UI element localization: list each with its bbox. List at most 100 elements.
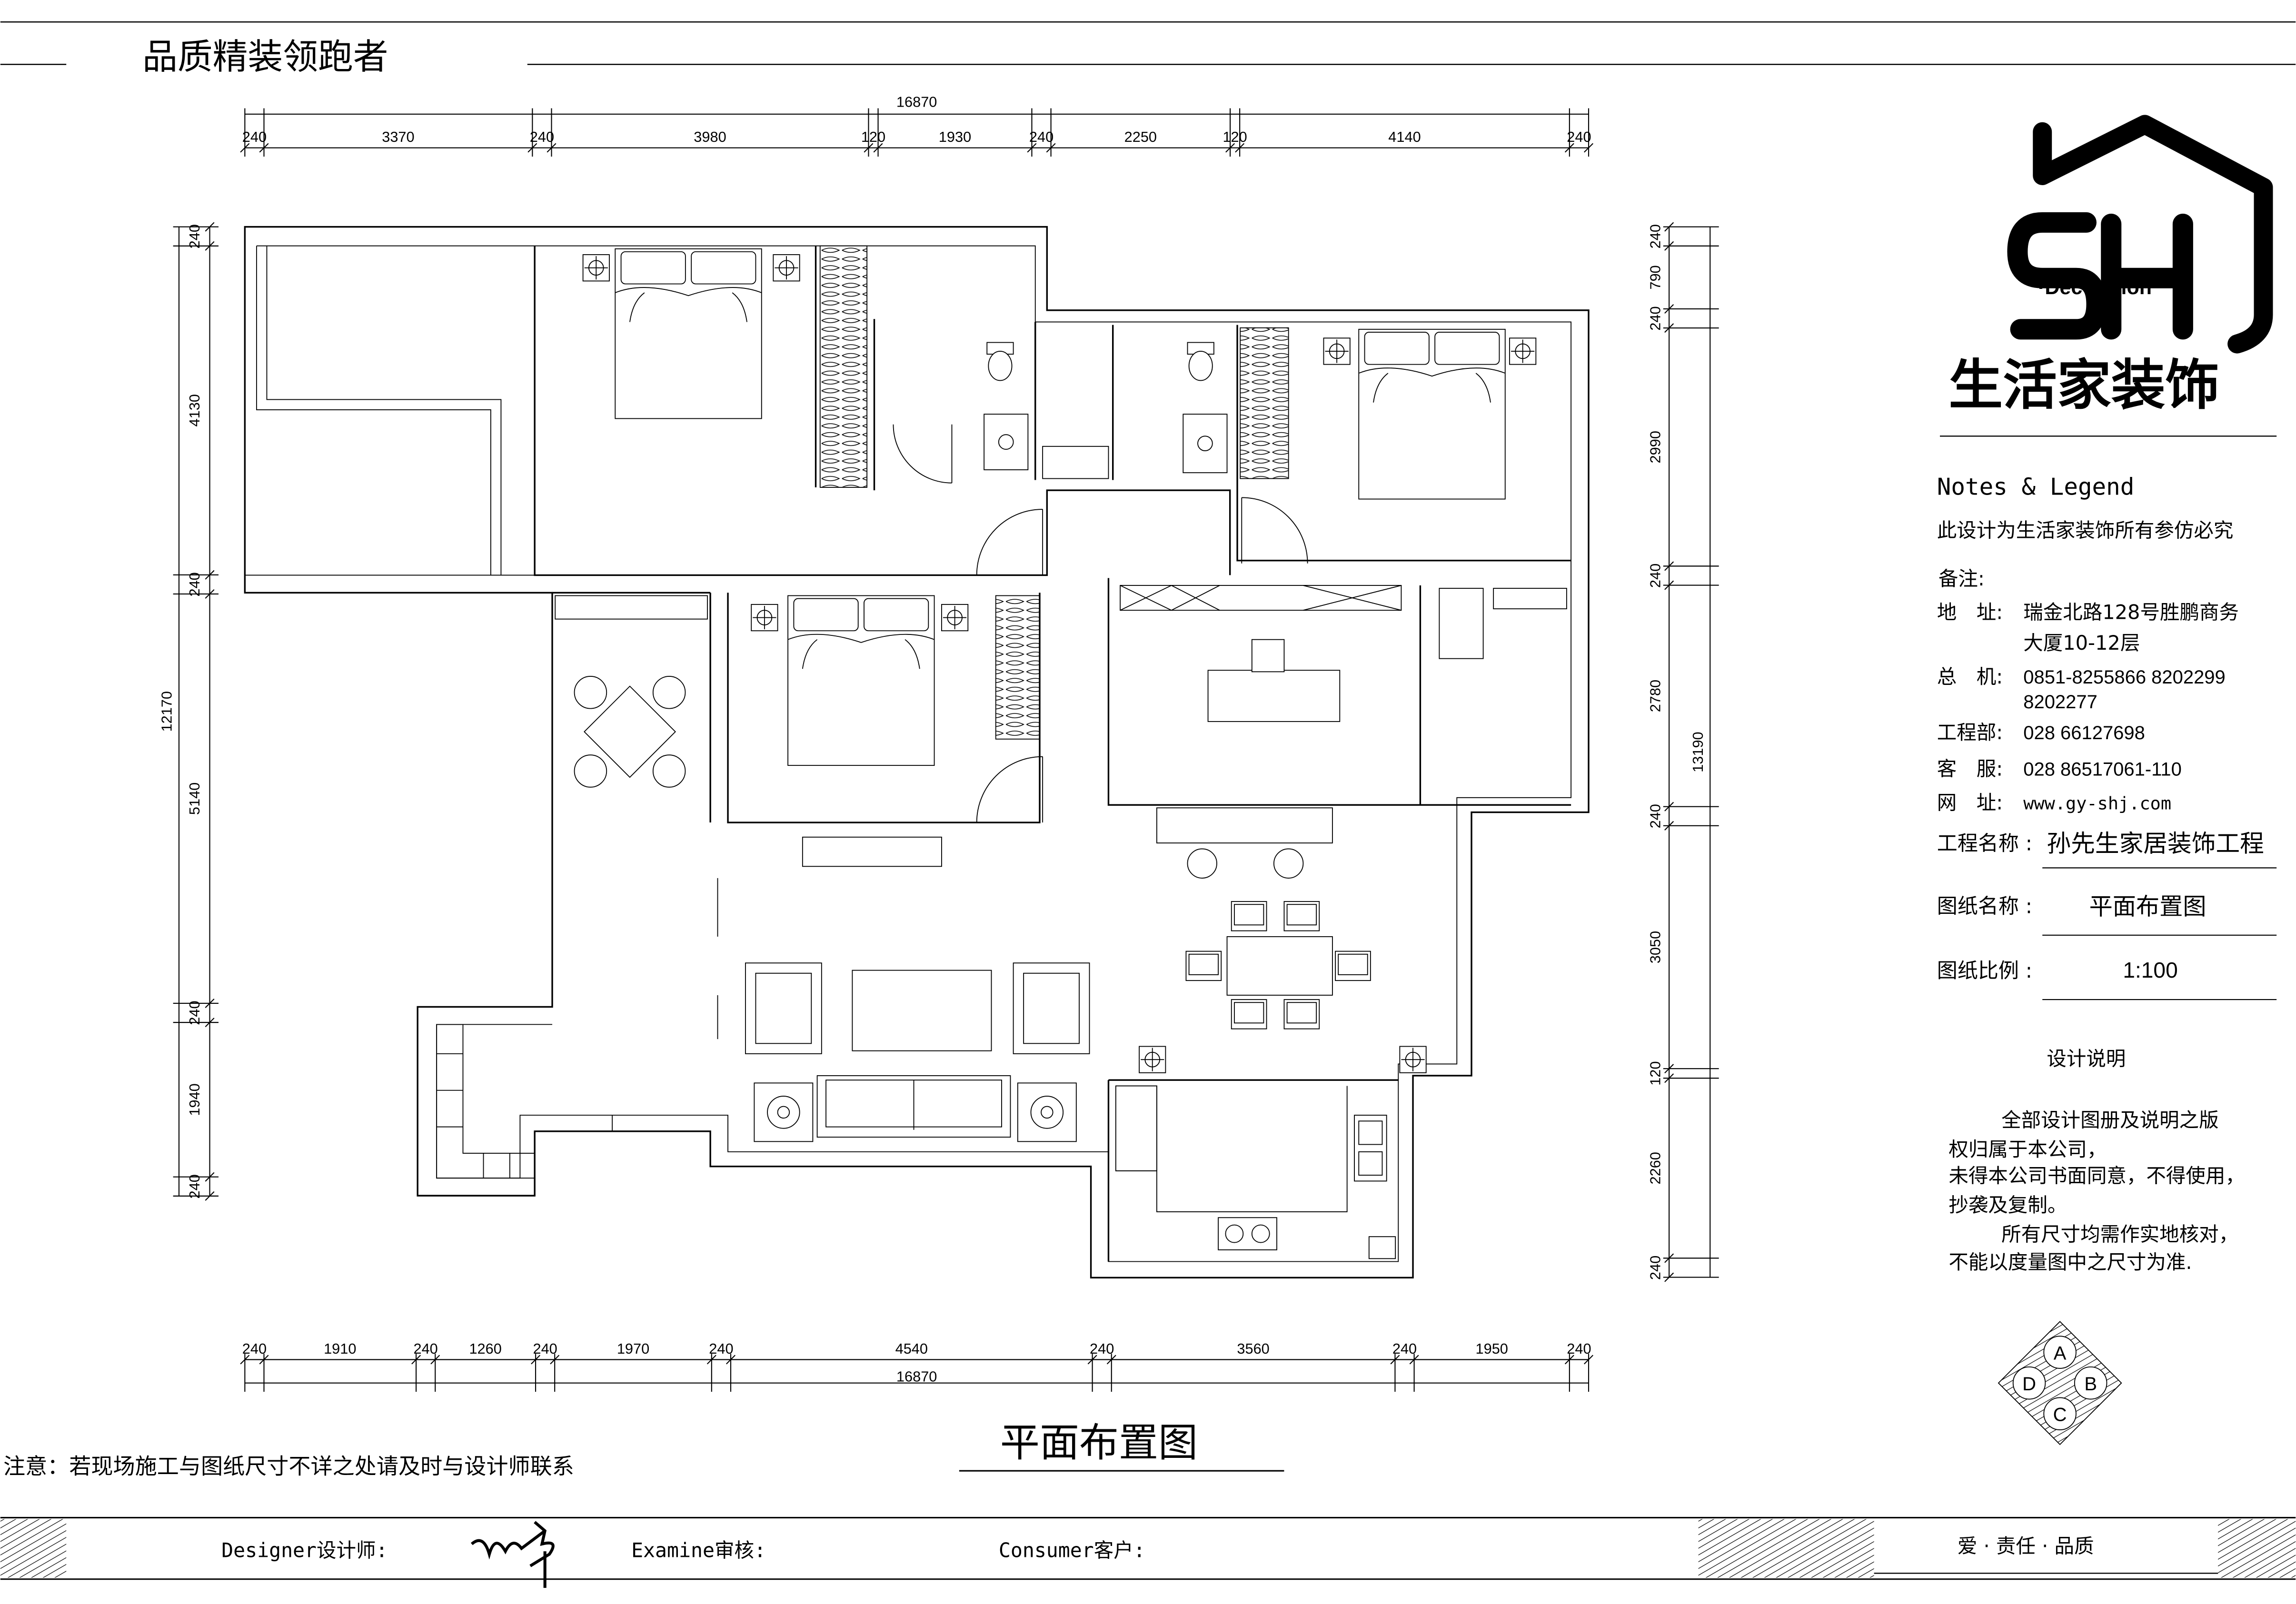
title-block: 工程名称 : 孙先生家居装饰工程 图纸名称 : 平面布置图 图纸比例 : 1:1… [1937,830,2277,1000]
consumer-label: Consumer客户: [999,1539,1145,1562]
legend-heading: Notes & Legend [1937,473,2135,500]
right-dim-tick [1664,821,1674,831]
index-d: D [2022,1374,2036,1395]
right-segment-dim-label: 240 [1647,306,1664,330]
site-note: 注意：若现场施工与图纸尺寸不详之处请及时与设计师联系 [3,1453,574,1479]
header-title: 品质精装领跑者 [142,37,388,78]
bottom-segment-dim-label: 1970 [617,1340,649,1357]
hatch-panel [2218,1519,2296,1578]
bottom-segment-dim-label: 240 [242,1340,267,1357]
top-segment-dim-label: 120 [861,129,885,145]
right-dim-tick [1664,561,1674,571]
plan-title: 平面布置图 [1000,1419,1198,1465]
logo-letter-s [2007,212,2107,340]
bottom-segment-dim-label: 240 [414,1340,438,1357]
dining-chair [1231,999,1267,1030]
bottom-dim-tick [411,1355,421,1365]
top-dim-tick [259,143,269,153]
design-note-line: 未得本公司书面同意，不得使用， [1948,1164,2245,1187]
right-segment-dim-label: 240 [1647,1256,1664,1280]
right-dim-tick [1664,323,1674,333]
interior-walls [552,578,1571,823]
right-dim-tick [1664,802,1674,812]
dining-chair [1231,901,1267,931]
address-line-1: 瑞金北路128号胜鹏商务 [2023,601,2239,624]
bottom-dim-tick [259,1355,269,1365]
right-dim-tick [1664,1253,1674,1263]
design-note-line: 权归属于本公司， [1948,1138,2107,1161]
top-total-dim-label: 16870 [896,93,937,110]
drawing-name-value: 平面布置图 [2089,893,2207,921]
nightstand-icon [1509,337,1537,365]
left-segment-dim-label: 240 [186,224,203,248]
dining-table [1226,936,1333,996]
engineering-phone: 028 66127698 [2023,723,2145,743]
bed-icon [1358,328,1506,500]
right-segment-dim-label: 790 [1647,265,1664,289]
nightstand-icon [582,254,610,282]
bottom-dim-tick [430,1355,440,1365]
left-dim-tick [205,1018,215,1028]
dining-chair [1185,951,1222,981]
right-segment-dim-label: 240 [1647,804,1664,828]
website-link[interactable]: www.gy-shj.com [2023,793,2171,813]
right-total-dim-label: 13190 [1690,732,1706,772]
bottom-segment-dim-label: 240 [1090,1340,1114,1357]
floor-plan [244,226,1590,1279]
hatch-panel [0,1519,67,1578]
designer-signature [470,1521,555,1588]
sink [1183,414,1228,474]
signature-bar: Designer设计师: Examine审核: Consumer客户: 爱 · … [0,1517,2296,1588]
bottom-segment-dim-label: 3560 [1237,1340,1269,1357]
elevation-index-symbol: A B C D [1998,1321,2122,1446]
bottom-dim-tick [1564,1355,1574,1365]
sink [984,414,1029,470]
logo-tagline: ·Decoration [2038,276,2152,299]
top-dim-tick [240,143,250,153]
top-dim-tick [1046,143,1056,153]
project-name-value: 孙先生家居装饰工程 [2047,830,2264,858]
left-total-dim-label: 12170 [159,691,175,732]
plant-stand [1399,1046,1427,1073]
top-segment-dim-label: 240 [1567,129,1591,145]
top-dim-tick [1027,143,1037,153]
bar-stool [1273,848,1304,879]
nook-cabinet [555,595,708,620]
bar-stool [1187,848,1217,879]
exterior-wall [244,226,1590,1279]
left-segment-dim-label: 5140 [186,782,203,815]
left-segment-dim-label: 4130 [186,394,203,426]
bed-icon [787,595,935,766]
wardrobe [1240,327,1289,479]
nightstand-icon [941,604,969,632]
design-notes: 设计说明 全部设计图册及说明之版 权归属于本公司， 未得本公司书面同意，不得使用… [1948,1047,2245,1273]
right-segment-dim-label: 240 [1647,224,1664,248]
bottom-dim-tick [1106,1355,1116,1365]
bottom-segment-dim-label: 1910 [324,1340,356,1357]
right-dim-tick [1664,304,1674,314]
scale-value: 1:100 [2123,958,2177,982]
plant-stand [1139,1046,1166,1073]
design-note-line: 全部设计图册及说明之版 [2001,1109,2219,1132]
side-table-lamp [754,1082,814,1142]
bottom-segment-dim-label: 4540 [895,1340,928,1357]
bottom-dim-tick [550,1355,560,1365]
design-note-line: 所有尺寸均需作实地核对， [2001,1222,2238,1246]
door-swing [893,424,953,484]
index-a: A [2054,1343,2067,1364]
logo-brand-cn: 生活家装饰 [1948,354,2219,417]
bar-counter [1156,807,1333,844]
top-segment-dim-label: 2250 [1124,129,1157,145]
top-segment-dim-label: 1930 [939,129,971,145]
copyright-notice: 此设计为生活家装饰所有参仿必究 [1937,518,2234,542]
wardrobe [819,245,868,488]
index-c: C [2053,1405,2067,1426]
company-logo: ·Decoration 生活家装饰 [1948,115,2273,417]
scale-label: 图纸比例 : [1937,959,2032,983]
bottom-segment-dim-label: 1950 [1476,1340,1508,1357]
armchair [1013,962,1090,1054]
top-segment-dim-label: 3980 [694,129,726,145]
cabinet [1493,588,1567,610]
toilet-icon [1187,342,1214,381]
